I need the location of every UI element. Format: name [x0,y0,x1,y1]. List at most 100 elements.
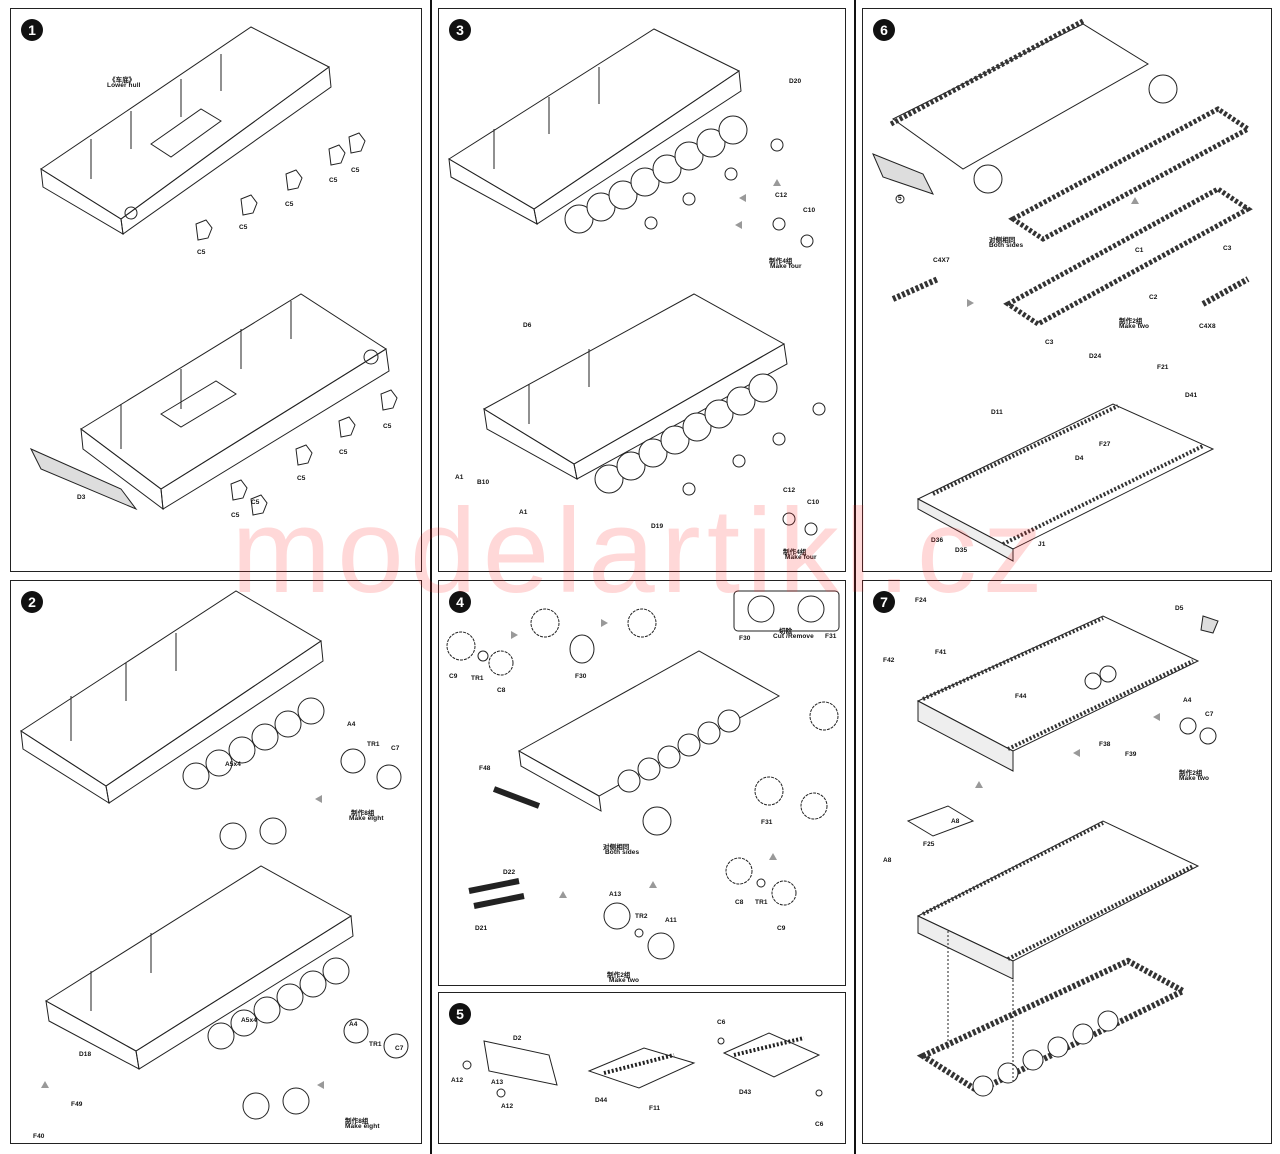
part-label: D20 [789,78,802,85]
step-number-badge: 4 [449,591,471,613]
part-label: D21 [475,925,488,932]
part-label: TR1 [369,1041,382,1048]
right-divider [854,0,856,1154]
part-label: C5 [231,512,240,519]
grille-d43 [717,1032,823,1097]
part-label: A12 [501,1103,514,1110]
part-label: F30 [739,635,751,642]
part-label: A4 [1183,697,1192,704]
part-label: A4 [347,721,356,728]
part-label: C5 [383,423,392,430]
step-number-badge: 1 [21,19,43,41]
part-label: F21 [1157,364,1169,371]
part-label: D22 [503,869,516,876]
part-label: TR2 [635,913,648,920]
track-run-c1 [1008,106,1253,242]
part-label: 5 [898,195,902,202]
part-label: C5 [197,249,206,256]
part-label: Both sides [989,242,1024,249]
part-label: C5 [329,177,338,184]
road-wheels-bottom [594,373,826,536]
part-label: F39 [1125,751,1137,758]
step-number-badge: 2 [21,591,43,613]
part-label: Lower hull [107,82,141,89]
step-7-drawing [906,615,1219,1097]
part-label: F24 [915,597,927,604]
part-label: A1 [519,509,528,516]
part-label: D35 [955,547,968,554]
part-label: D36 [931,537,944,544]
part-label: C5 [339,449,348,456]
assembly-arrow [1131,197,1139,204]
part-label: C4X7 [933,257,950,264]
part-label: C12 [783,487,796,494]
lower-hull-bottom [80,293,390,511]
step-2-drawing [20,590,409,1120]
step-6-drawing [872,18,1253,562]
part-label: A5x4 [225,761,241,768]
part-label: C6 [717,1019,726,1026]
step-6-panel: 6 5 对侧相同 Both sides C1 C3 C2 [862,8,1272,572]
step-5-drawing [462,1032,823,1098]
part-label: C5 [297,475,306,482]
part-label: 《车底》 [109,77,136,84]
part-label: D3 [77,494,86,501]
part-label: C5 [251,499,260,506]
part-label: C7 [1205,711,1214,718]
part-label: F11 [649,1105,661,1112]
final-drive-d3 [29,447,138,511]
part-label: Make eight [349,815,384,822]
part-label: F44 [1015,693,1027,700]
assembly-arrow [317,1081,324,1089]
part-label: D43 [739,1089,752,1096]
part-label: Make two [1119,323,1150,330]
step-number-badge: 7 [873,591,895,613]
track-run-c2 [1003,186,1253,327]
assembly-arrow [739,194,746,202]
upper-hull-deck [916,403,1215,562]
part-label: C12 [775,192,788,199]
part-label: C10 [807,499,820,506]
part-label: C6 [815,1121,824,1128]
part-label: C4X8 [1199,323,1216,330]
grille-d44 [587,1047,696,1089]
part-label: Both sides [605,849,640,856]
part-label: D18 [79,1051,92,1058]
assembly-arrow [735,221,742,229]
part-label: D2 [513,1035,522,1042]
part-label: F41 [935,649,947,656]
assembly-arrow [1153,713,1160,721]
assembly-arrow [511,631,518,639]
part-label: F27 [1099,441,1111,448]
part-label: C7 [391,745,400,752]
part-label: B10 [477,479,490,486]
part-label: A5x4 [241,1017,257,1024]
part-label: C5 [285,201,294,208]
part-label: F31 [761,819,773,826]
hull-with-suspension-top [448,28,742,225]
part-label: C5 [351,167,360,174]
part-label: A8 [883,857,892,864]
part-label: A4 [349,1021,358,1028]
part-label: C8 [735,899,744,906]
upper-hull-top [916,615,1200,772]
part-label: C3 [1223,245,1232,252]
assembly-arrow [41,1081,49,1088]
lower-hull-top [40,26,332,235]
part-label: TR1 [755,899,768,906]
part-label: Cut /Remove [773,633,814,640]
assembly-arrow [975,781,983,788]
part-label: Make two [1179,775,1210,782]
assembly-arrow [773,179,781,186]
assembly-arrow [1073,749,1080,757]
step-1-drawing [29,26,398,516]
step-7-panel: 7 F24 F42 F41 D5 F44 A4 [862,580,1272,1144]
hull-with-tracks [889,18,1178,194]
tracked-hull [916,931,1190,1097]
part-label: C9 [777,925,786,932]
road-wheels-top [564,115,814,248]
part-label: C5 [239,224,248,231]
parts-detail [906,615,1219,837]
part-label: D4 [1075,455,1084,462]
part-label: Make two [609,977,640,984]
